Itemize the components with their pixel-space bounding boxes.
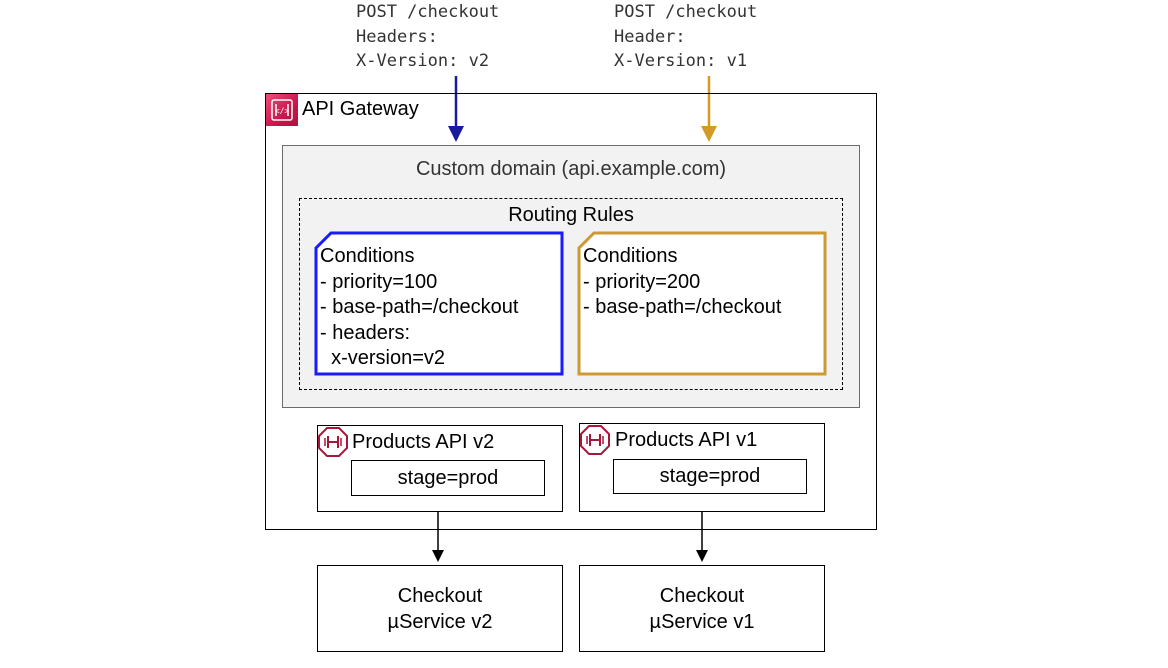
- request-v2-header-value: X-Version: v2: [356, 51, 490, 71]
- checkout-service-v1-line1: Checkout: [659, 584, 745, 607]
- routing-rule-card-v2: [314, 231, 564, 376]
- request-v1-method-path: POST /checkout: [614, 2, 758, 22]
- checkout-service-v1: Checkout µService v1: [579, 565, 825, 652]
- products-api-v2-title: Products API v2: [352, 431, 495, 453]
- rule-v2-line-headers: - headers:: [320, 321, 411, 344]
- routing-rule-v1-conditions: Conditions - priority=200 - base-path=/c…: [583, 244, 781, 321]
- request-arrowhead-v1: [701, 126, 717, 142]
- products-api-v1-title: Products API v1: [615, 429, 758, 451]
- api-icon: [318, 427, 348, 457]
- rule-v2-line-heading: Conditions: [320, 245, 415, 267]
- rule-v1-line-heading: Conditions: [583, 245, 678, 267]
- routing-rule-v2-conditions: Conditions - priority=100 - base-path=/c…: [320, 244, 518, 372]
- rule-v2-line-priority: - priority=100: [320, 270, 438, 293]
- products-api-v2-stage: stage=prod: [351, 460, 545, 496]
- rule-v2-line-base-path: - base-path=/checkout: [320, 296, 519, 318]
- checkout-service-v1-line2: µService v1: [649, 610, 755, 633]
- custom-domain-title: Custom domain (api.example.com): [415, 158, 727, 180]
- api-gateway-container: [265, 93, 877, 530]
- request-arrowhead-v2: [448, 126, 464, 142]
- routing-rules-container: [299, 198, 843, 390]
- svg-text:</>: </>: [275, 107, 290, 116]
- request-v1-header-label: Header:: [614, 26, 686, 47]
- rule-v2-line-x-version: x-version=v2: [320, 347, 446, 369]
- request-v2-label: POST /checkout Headers: X-Version: v2: [356, 0, 499, 74]
- request-v1-label: POST /checkout Header: X-Version: v1: [614, 0, 757, 74]
- api-to-service-arrowhead-v1: [696, 550, 708, 562]
- api-gateway-title: API Gateway: [302, 98, 419, 120]
- api-gateway-icon-glyph: </>: [271, 99, 293, 121]
- api-to-service-arrowhead-v2: [432, 550, 444, 562]
- products-api-v2-icon: [318, 427, 348, 457]
- routing-rule-card-v1: [577, 231, 827, 376]
- api-icon: [580, 425, 610, 455]
- checkout-service-v2-line2: µService v2: [387, 610, 493, 633]
- request-v2-method-path: POST /checkout: [356, 2, 500, 22]
- rule-v1-line-base-path: - base-path=/checkout: [583, 296, 782, 318]
- request-v1-header-value: X-Version: v1: [614, 51, 748, 71]
- rule-v1-line-priority: - priority=200: [583, 270, 701, 293]
- request-v2-header-label: Headers:: [356, 26, 438, 47]
- products-api-v1-icon: [580, 425, 610, 455]
- products-api-v1-stage: stage=prod: [613, 459, 807, 494]
- routing-rules-title: Routing Rules: [508, 204, 634, 226]
- checkout-service-v2-line1: Checkout: [397, 584, 483, 607]
- checkout-service-v2: Checkout µService v2: [317, 565, 563, 652]
- api-gateway-icon: </>: [266, 94, 298, 126]
